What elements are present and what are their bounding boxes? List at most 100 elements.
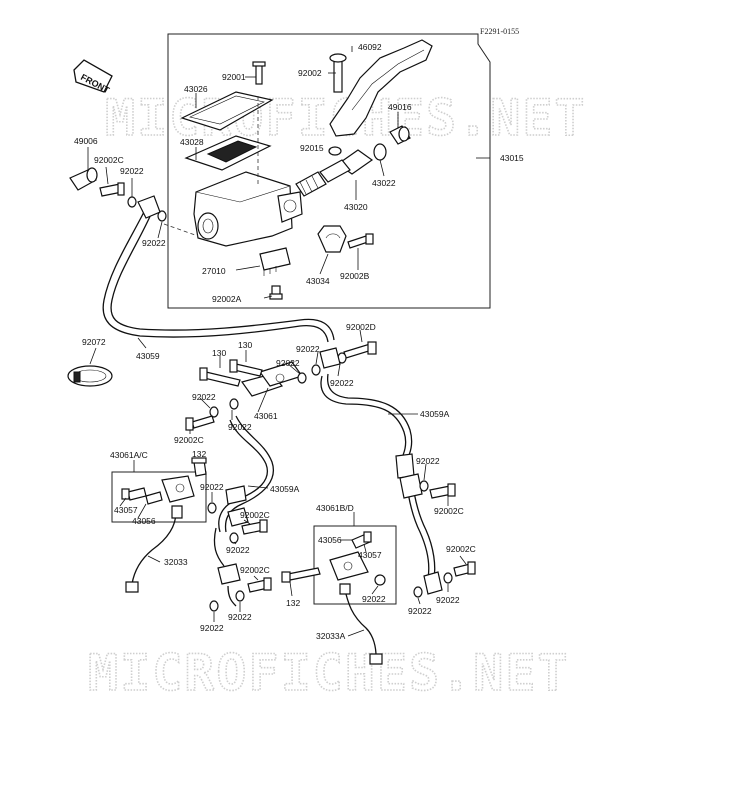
label-92022-k: 92022 [362, 594, 386, 604]
joint-bolt-132-b [281, 567, 321, 583]
label-92022-g: 92022 [228, 422, 252, 432]
washer-left-3 [235, 590, 245, 602]
banjo-bolt-left-1 [241, 519, 268, 535]
label-92022-j: 92022 [200, 623, 224, 633]
washer-mid-4 [209, 406, 219, 418]
label-92022-a: 92022 [120, 166, 144, 176]
label-92002-top: 92002 [298, 68, 322, 78]
label-132-b: 132 [286, 598, 300, 608]
master-cylinder-body [193, 96, 303, 247]
brake-pipe-left [125, 505, 183, 593]
reservoir-diaphragm [184, 135, 272, 171]
washer-right-1 [374, 574, 386, 586]
pivot-nut [328, 146, 342, 156]
label-92022-d: 92022 [276, 358, 300, 368]
washer-right-3 [443, 572, 453, 584]
label-43057-right: 43057 [358, 550, 382, 560]
label-92022-b: 92022 [142, 238, 166, 248]
label-92022-e: 92022 [330, 378, 354, 388]
leader-lines [87, 46, 490, 637]
label-130-a: 130 [212, 348, 226, 358]
label-43026: 43026 [184, 84, 208, 94]
brake-hose-right [320, 373, 415, 479]
label-43020: 43020 [344, 202, 368, 212]
joint-bolt-132-a [191, 457, 207, 477]
label-130-b: 130 [238, 340, 252, 350]
label-32033a: 32033A [316, 631, 346, 641]
label-43061: 43061 [254, 411, 278, 421]
label-92002b: 92002B [340, 271, 370, 281]
figure-code: F2291-0155 [480, 27, 519, 36]
banjo-fitting-main [319, 347, 341, 369]
joint-group-left-box [111, 471, 207, 523]
joint-bolt-130-a [199, 367, 241, 387]
brake-lever [329, 39, 433, 137]
label-92002c-c: 92002C [240, 510, 270, 520]
washer-left-2 [229, 532, 239, 544]
bleeder-right [351, 531, 372, 549]
brake-hose-left [218, 415, 274, 533]
label-43057-left: 43057 [114, 505, 138, 515]
label-92002d: 92002D [346, 322, 376, 332]
label-92022-m: 92022 [436, 595, 460, 605]
label-43015: 43015 [500, 153, 524, 163]
label-92022-h: 92022 [200, 482, 224, 492]
label-92022-f: 92022 [192, 392, 216, 402]
label-92022-c: 92022 [296, 344, 320, 354]
label-92022-o: 92022 [408, 606, 432, 616]
washer-left-4 [209, 600, 219, 612]
label-43059a-right: 43059A [420, 409, 450, 419]
label-92002c-e: 92002C [434, 506, 464, 516]
brake-joint-left [161, 475, 195, 503]
brake-joint-right [329, 551, 369, 581]
label-46092: 46092 [358, 42, 382, 52]
snap-ring [373, 143, 387, 161]
bleeder-cap-left [145, 491, 163, 505]
washer-mid-2 [311, 364, 321, 376]
label-43061ac: 43061A/C [110, 450, 148, 460]
label-92072: 92072 [82, 337, 106, 347]
brake-light-switch [259, 247, 291, 276]
label-92002c-f: 92002C [446, 544, 476, 554]
banjo-bolt-right-2 [453, 561, 476, 577]
label-43061bd: 43061B/D [316, 503, 354, 513]
banjo-bolt-mid [185, 415, 215, 431]
label-49016: 49016 [388, 102, 412, 112]
label-43034: 43034 [306, 276, 330, 286]
piston-assembly [295, 149, 374, 197]
label-92002c-top: 92002C [94, 155, 124, 165]
banjo-bolt-upper [99, 182, 125, 197]
lever-pivot-bolt [329, 53, 347, 93]
master-cylinder-assembly-box [167, 33, 491, 309]
label-92002c-mid: 92002C [174, 435, 204, 445]
bleeder-cap [69, 167, 98, 191]
brake-pipe-right [339, 583, 383, 665]
label-92022-l: 92022 [416, 456, 440, 466]
banjo-bolt-left-2 [247, 577, 272, 593]
label-49006: 49006 [74, 136, 98, 146]
label-43022: 43022 [372, 178, 396, 188]
joint-group-right-box [313, 525, 397, 605]
front-direction-tag: FRONT [73, 59, 113, 96]
clamp-bolt [347, 233, 374, 249]
label-92022-n: 92022 [228, 612, 252, 622]
label-32033: 32033 [164, 557, 188, 567]
banjo-bolt-right-1 [429, 483, 456, 499]
handlebar-clamp [317, 225, 347, 253]
washer-mid-3 [229, 398, 239, 410]
watermark-bottom: MICROFICHES.NET [88, 644, 570, 702]
label-132-a: 132 [192, 449, 206, 459]
cap-screw [252, 61, 266, 85]
label-92022-i: 92022 [226, 545, 250, 555]
washer-left-1 [207, 502, 217, 514]
washer-right-2 [419, 480, 429, 492]
label-92015: 92015 [300, 143, 324, 153]
hose-clamp [67, 365, 113, 387]
label-43028: 43028 [180, 137, 204, 147]
switch-screw [269, 285, 283, 300]
washer-mid-1 [297, 372, 307, 384]
part-labels: 46092 92002 92001 43026 49016 43028 9201… [74, 42, 524, 641]
washer-upper-1 [127, 196, 137, 208]
reservoir-cap [180, 91, 274, 131]
